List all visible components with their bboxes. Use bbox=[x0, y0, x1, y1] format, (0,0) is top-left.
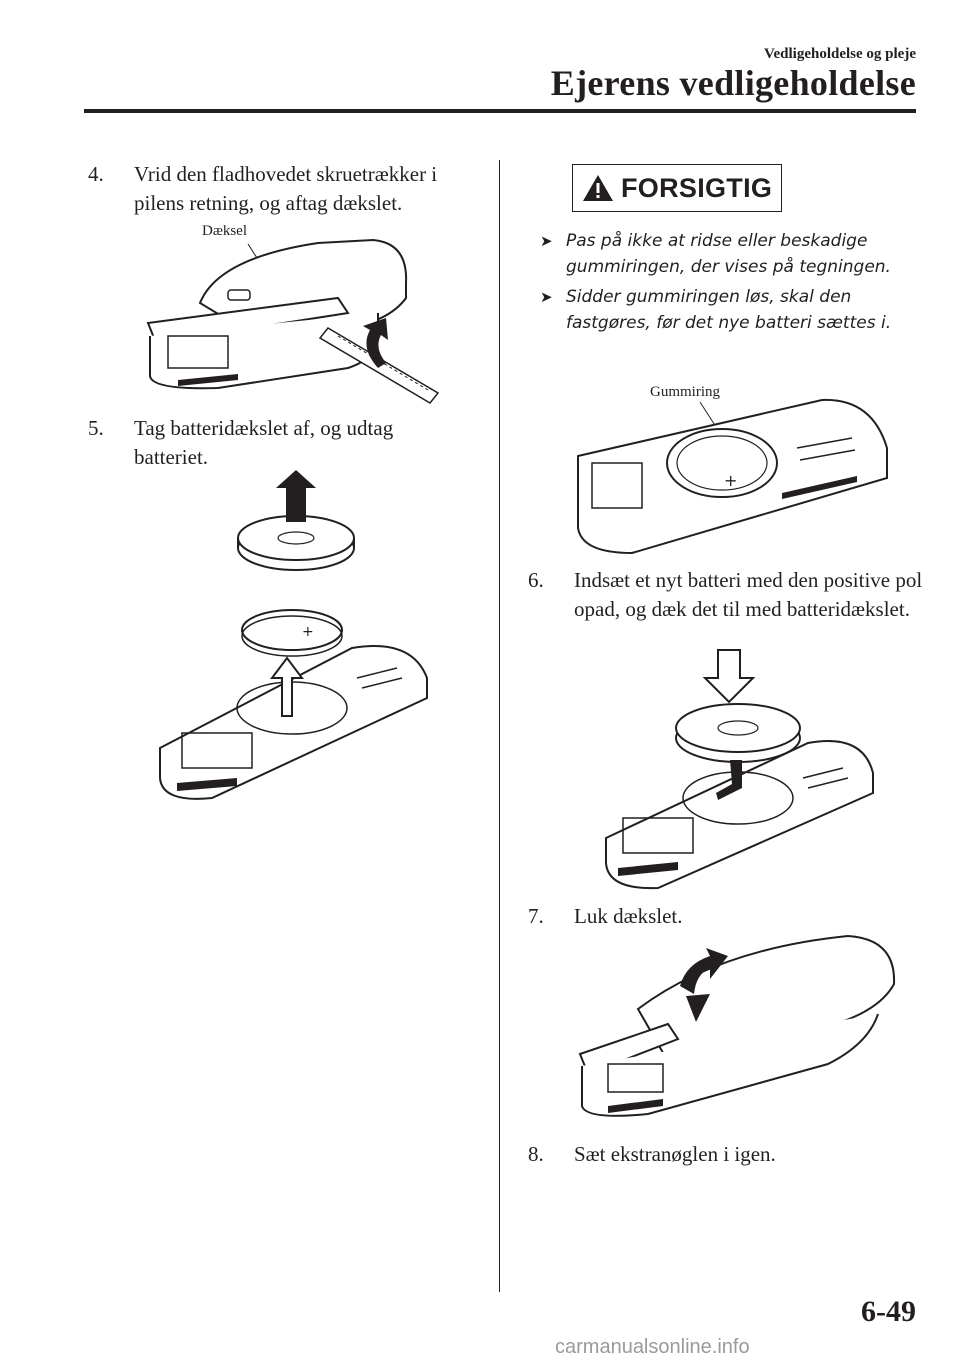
svg-text:+: + bbox=[724, 471, 737, 490]
step-text: Tag batteridækslet af, og udtag batterie… bbox=[134, 416, 394, 469]
arrow-bullet-icon: ➤ bbox=[540, 288, 553, 306]
step-number: 6. bbox=[528, 568, 544, 592]
header-rule bbox=[84, 109, 916, 113]
arrow-bullet-icon: ➤ bbox=[540, 232, 553, 250]
section-title: Vedligeholdelse og pleje bbox=[764, 46, 916, 62]
step-5: 5. Tag batteridækslet af, og udtag batte… bbox=[88, 414, 468, 472]
step-number: 8. bbox=[528, 1142, 544, 1166]
step-7: 7. Luk dækslet. bbox=[528, 902, 928, 931]
caution-title: FORSIGTIG bbox=[621, 172, 773, 203]
page-title: Ejerens vedligeholdelse bbox=[550, 63, 916, 103]
figure-label-cover: Dæksel bbox=[202, 223, 247, 239]
figure-battery-removal: + bbox=[152, 608, 436, 808]
figure-remove-cover: Dæksel bbox=[138, 218, 448, 418]
figure-battery-cover-removed bbox=[226, 470, 366, 580]
caution-item: ➤ Pas på ikke at ridse eller beskadige g… bbox=[540, 228, 930, 280]
warning-icon bbox=[583, 175, 613, 201]
step-text: Vrid den fladhovedet skruetrækker i pile… bbox=[134, 162, 438, 215]
step-8: 8. Sæt ekstranøglen i igen. bbox=[528, 1140, 928, 1169]
caution-text: Pas på ikke at ridse eller beskadige gum… bbox=[566, 231, 891, 277]
figure-label-ring: Gummiring bbox=[650, 384, 720, 400]
svg-text:+: + bbox=[302, 624, 314, 640]
watermark-footer: carmanualsonline.info bbox=[555, 1336, 750, 1358]
column-divider bbox=[499, 160, 500, 1292]
step-number: 7. bbox=[528, 904, 544, 928]
figure-insert-battery bbox=[598, 648, 878, 893]
caution-list: ➤ Pas på ikke at ridse eller beskadige g… bbox=[540, 228, 930, 340]
step-text: Sæt ekstranøglen i igen. bbox=[574, 1142, 776, 1166]
page-number: 6-49 bbox=[861, 1295, 916, 1328]
step-number: 4. bbox=[88, 162, 104, 186]
caution-item: ➤ Sidder gummiringen løs, skal den fastg… bbox=[540, 284, 930, 336]
caution-text: Sidder gummiringen løs, skal den fastgør… bbox=[566, 287, 892, 333]
step-text: Indsæt et nyt batteri med den positive p… bbox=[574, 568, 923, 621]
step-text: Luk dækslet. bbox=[574, 904, 683, 928]
caution-box: FORSIGTIG bbox=[572, 164, 782, 212]
step-number: 5. bbox=[88, 416, 104, 440]
figure-close-cover bbox=[578, 934, 898, 1124]
step-4: 4. Vrid den fladhovedet skruetrækker i p… bbox=[88, 160, 468, 218]
step-6: 6. Indsæt et nyt batteri med den positiv… bbox=[528, 566, 928, 624]
figure-rubber-ring: Gummiring + bbox=[572, 378, 892, 558]
